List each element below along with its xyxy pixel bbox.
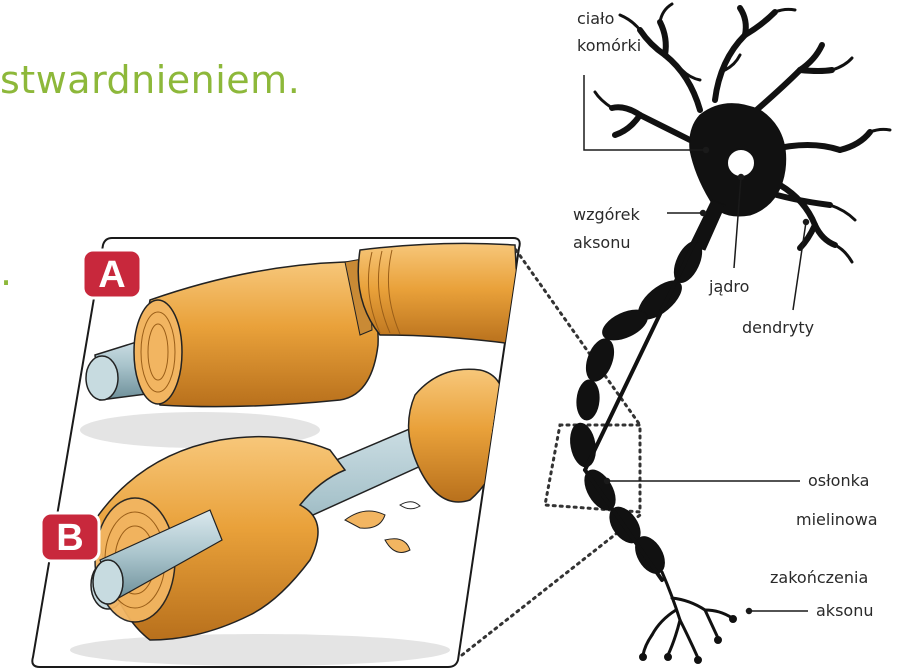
- badge-a: A: [83, 250, 141, 298]
- neuron: [567, 4, 890, 664]
- badge-b-label: B: [56, 517, 83, 559]
- label-myelin-sheath-line1: osłonka: [808, 471, 869, 491]
- label-axon-terminals-line1: zakończenia: [770, 568, 868, 588]
- label-axon-hillock-line2: aksonu: [573, 233, 630, 253]
- inset-panel: A B: [32, 238, 520, 667]
- label-cell-body-line2: komórki: [577, 36, 641, 56]
- label-dendrites: dendryty: [742, 318, 814, 338]
- badge-b: B: [41, 513, 99, 561]
- label-axon-hillock-line1: wzgórek: [573, 205, 640, 225]
- label-myelin-sheath-line2: mielinowa: [796, 510, 878, 530]
- label-nucleus: jądro: [709, 277, 749, 297]
- label-axon-terminals-line2: aksonu: [816, 601, 873, 621]
- badge-a-label: A: [98, 254, 125, 296]
- label-cell-body-line1: ciało: [577, 9, 614, 29]
